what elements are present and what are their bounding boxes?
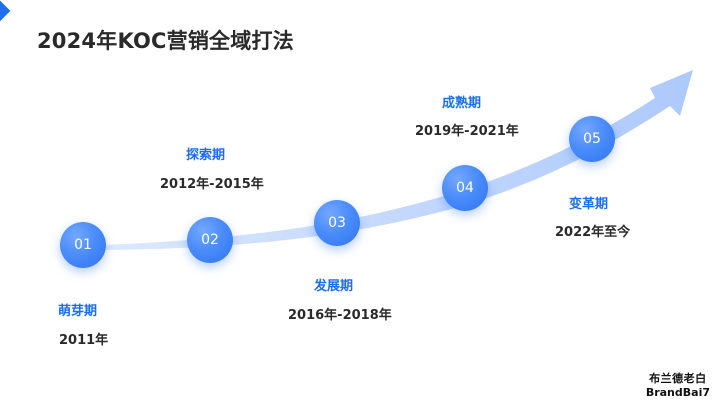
brand-name-en: BrandBai7 <box>645 386 710 399</box>
stage-name-01: 萌芽期 <box>58 304 98 319</box>
stage-name-05: 变革期 <box>569 197 609 212</box>
brand-name-cn: 布兰德老白 <box>649 372 707 385</box>
stage-period-05: 2022年至今 <box>555 225 631 240</box>
stage-node-04: 04 <box>442 165 488 211</box>
stage-node-03: 03 <box>314 200 360 246</box>
stage-period-01: 2011年 <box>59 333 109 348</box>
stage-period-04: 2019年-2021年 <box>415 124 519 139</box>
stage-node-02: 02 <box>187 217 233 263</box>
stage-node-05: 05 <box>569 116 615 162</box>
stage-name-04: 成熟期 <box>442 96 482 111</box>
page-title: 2024年KOC营销全域打法 <box>37 29 294 53</box>
stage-period-02: 2012年-2015年 <box>160 177 264 192</box>
stage-period-03: 2016年-2018年 <box>288 308 392 323</box>
stage-name-02: 探索期 <box>186 148 226 163</box>
brand-logo: 布兰德老白 BrandBai7 <box>646 370 710 399</box>
stage-node-01: 01 <box>60 222 106 268</box>
stage-name-03: 发展期 <box>314 279 354 294</box>
